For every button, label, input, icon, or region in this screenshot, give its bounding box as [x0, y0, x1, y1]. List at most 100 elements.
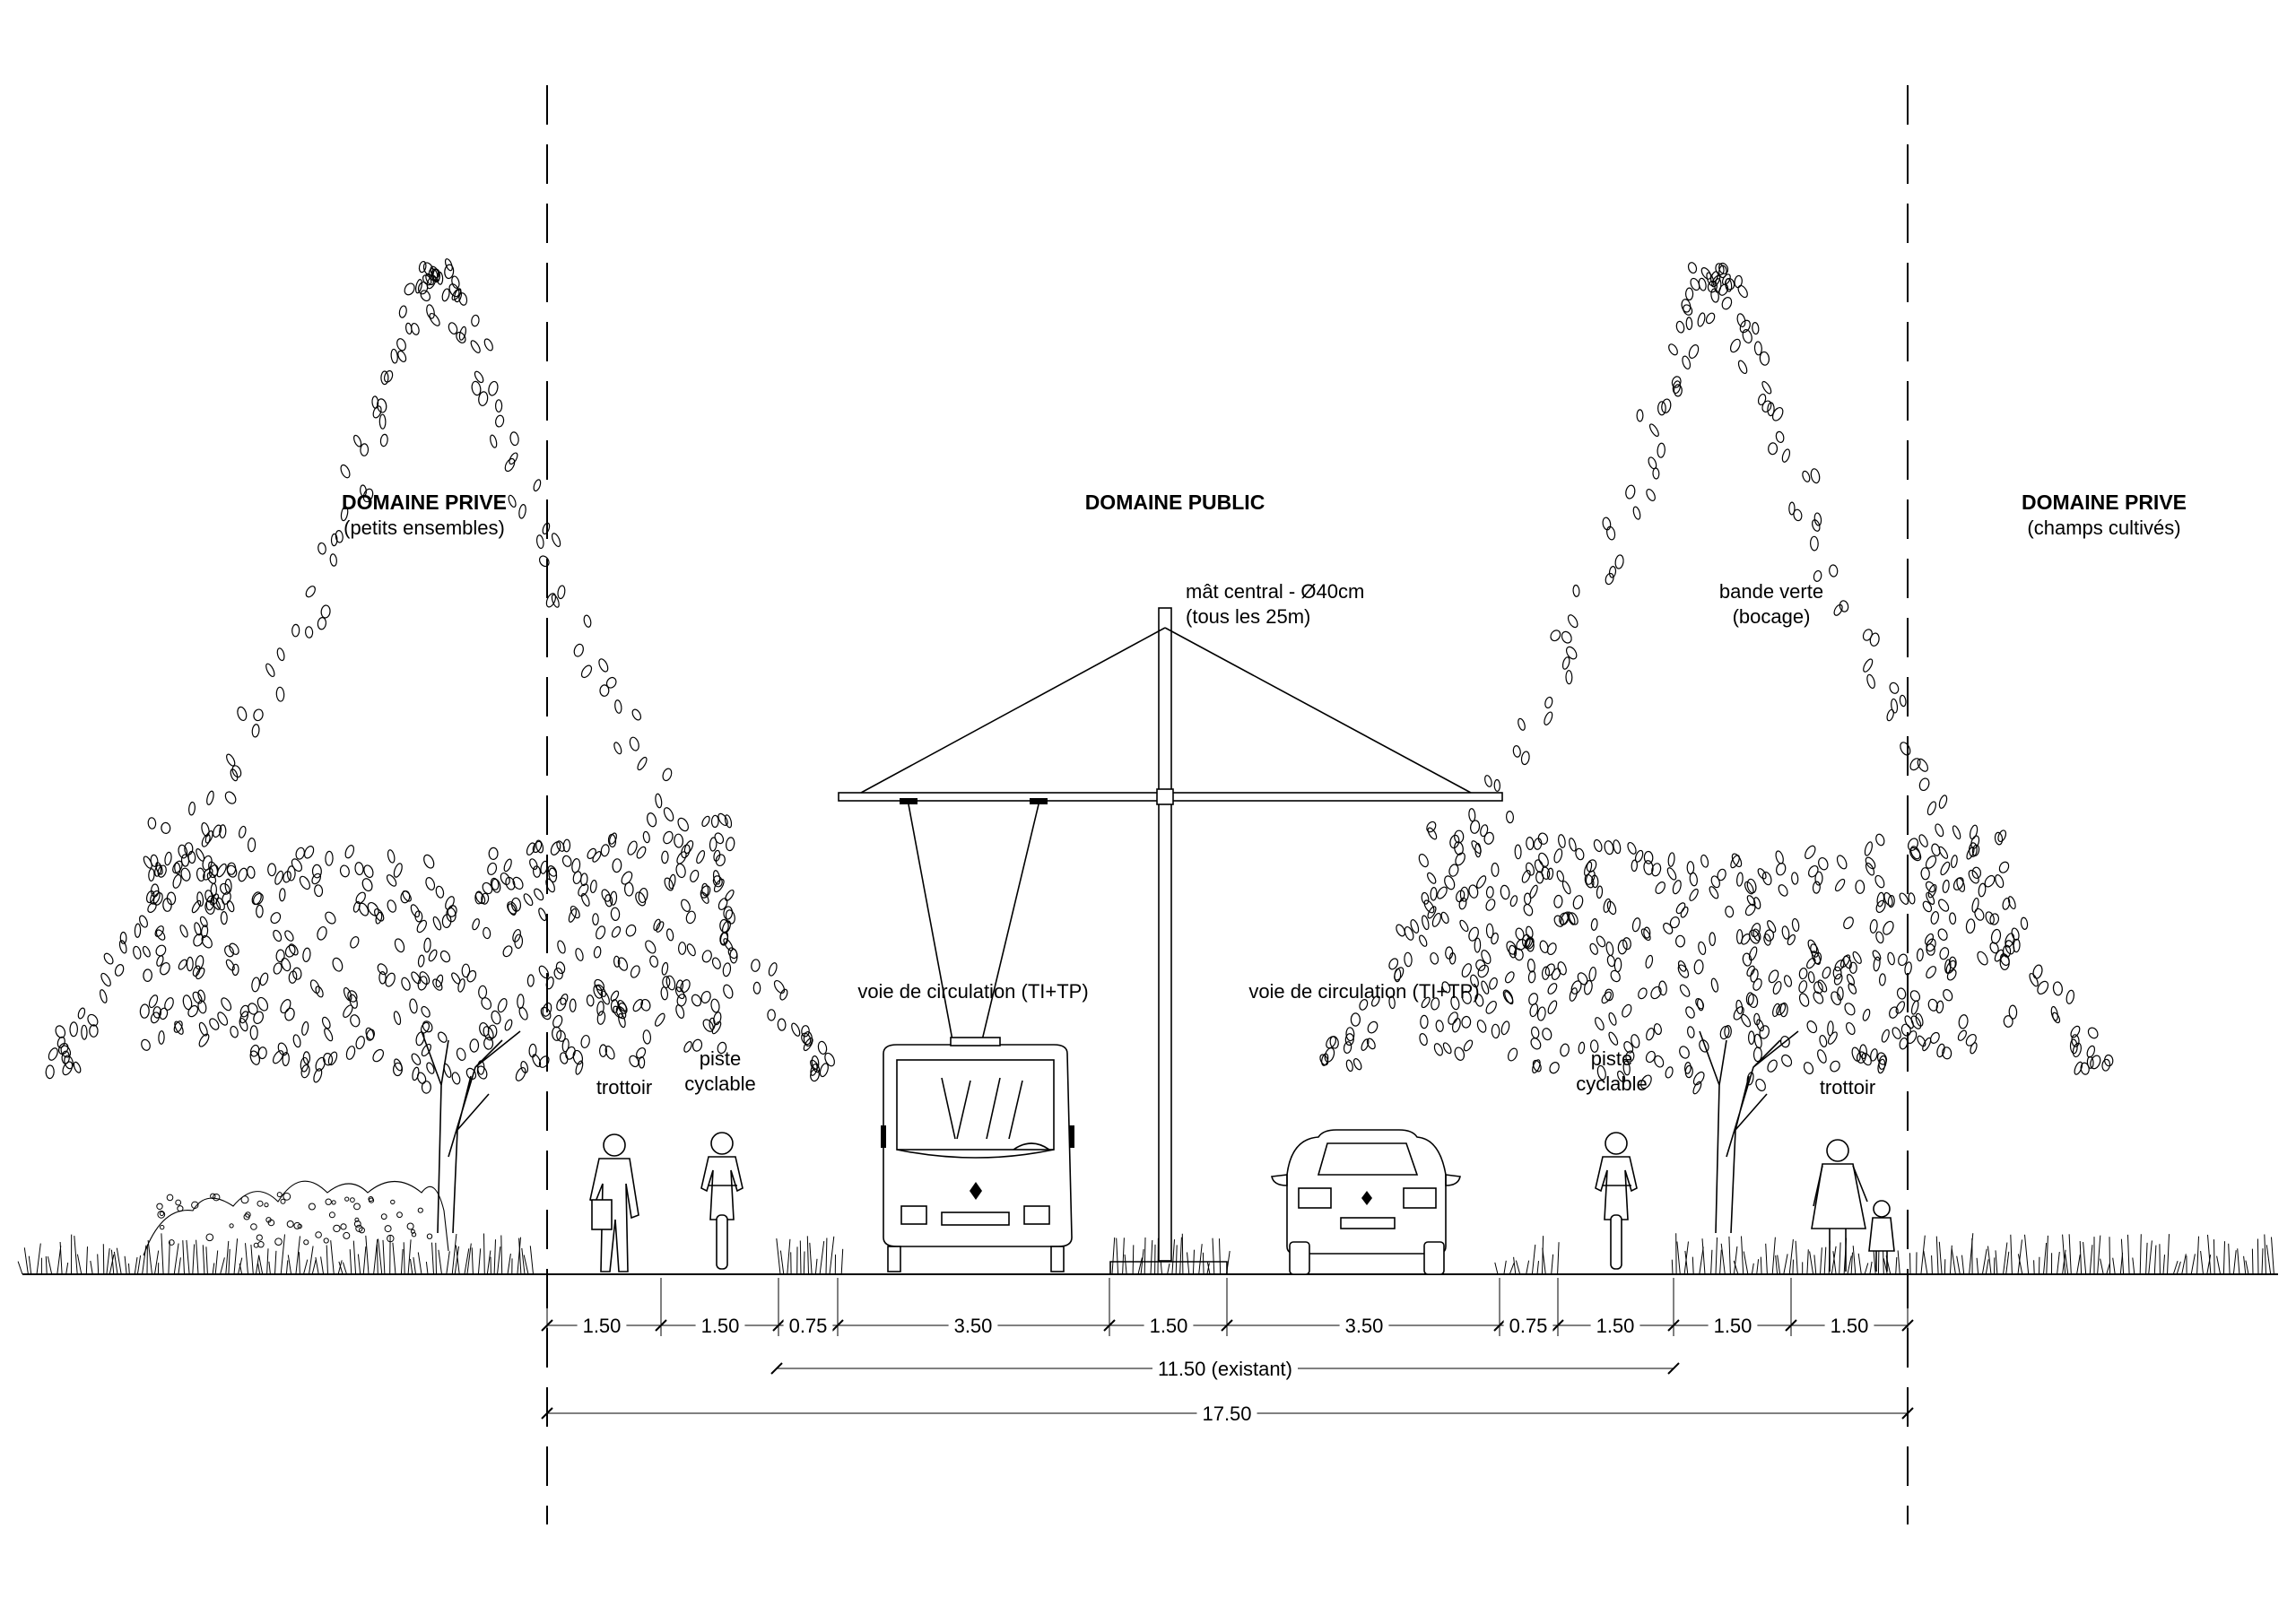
leaf-mark — [150, 890, 161, 905]
leaf-mark — [201, 834, 211, 847]
leaf-mark — [444, 264, 455, 280]
leaf-mark — [717, 1041, 727, 1055]
leaf-mark — [1665, 1066, 1674, 1079]
leaf-mark — [134, 923, 142, 938]
leaf-mark — [580, 873, 588, 887]
leaf-mark — [1832, 966, 1842, 980]
hedge-leaf — [308, 1203, 316, 1211]
leaf-mark — [272, 1050, 284, 1064]
leaf-mark — [713, 849, 721, 862]
leaf-mark — [421, 1043, 431, 1057]
leaf-mark — [193, 934, 204, 947]
leaf-mark — [1518, 717, 1526, 731]
car-icon — [1271, 1129, 1461, 1275]
leaf-mark — [1718, 283, 1729, 296]
leaf-mark — [1938, 846, 1949, 859]
leaf-mark — [421, 1005, 430, 1018]
grass-blade — [455, 1245, 460, 1275]
leaf-mark — [1526, 837, 1535, 850]
grass-blade — [1951, 1248, 1956, 1275]
dim-text-bg — [783, 1313, 833, 1339]
leaf-mark — [1500, 884, 1510, 900]
leaf-mark — [1589, 942, 1598, 955]
leaf-mark — [1779, 1002, 1788, 1018]
dim-text-bg — [1144, 1313, 1194, 1339]
leaf-mark — [1744, 881, 1754, 895]
leaf-mark — [1865, 862, 1875, 876]
leaf-mark — [1771, 406, 1784, 421]
grass-blade — [1728, 1236, 1731, 1275]
leaf-mark — [139, 1003, 150, 1019]
leaf-mark — [535, 839, 544, 854]
median-curb — [1109, 1261, 1228, 1274]
leaf-mark — [642, 830, 650, 844]
leaf-mark — [510, 897, 522, 912]
leaf-mark — [1725, 278, 1733, 292]
leaf-mark — [674, 833, 684, 848]
hedge-leaf — [274, 1238, 283, 1246]
leaf-mark — [1952, 825, 1961, 840]
grass-blade — [1765, 1243, 1768, 1275]
leaf-mark — [1521, 934, 1531, 948]
leaf-mark — [1685, 317, 1693, 331]
leaf-mark — [1827, 1020, 1834, 1037]
leaf-mark — [1848, 983, 1857, 994]
leaf-mark — [1831, 991, 1841, 1006]
leaf-mark — [1877, 1058, 1886, 1074]
leaf-mark — [568, 908, 578, 923]
leaf-mark — [551, 533, 561, 548]
leaf-mark — [353, 434, 362, 447]
leaf-mark — [114, 964, 125, 977]
leaf-mark — [461, 963, 471, 978]
leaf-mark — [1324, 1047, 1335, 1063]
leaf-mark — [204, 890, 214, 903]
leaf-mark — [2071, 1034, 2080, 1047]
grass-blade — [1683, 1241, 1689, 1275]
leaf-mark — [426, 304, 435, 319]
leaf-mark — [451, 288, 462, 301]
leaf-mark — [810, 1063, 818, 1076]
leaf-mark — [350, 936, 360, 949]
leaf-mark — [1918, 777, 1930, 792]
leaf-mark — [1430, 951, 1439, 965]
grass-blade — [2190, 1254, 2196, 1275]
dim-existing: 11.50 (existant) — [1158, 1358, 1292, 1380]
leaf-mark — [317, 542, 326, 555]
leaf-mark — [429, 312, 440, 326]
leaf-mark — [629, 1055, 639, 1068]
leaf-mark — [599, 684, 610, 697]
grass-blade — [2232, 1250, 2237, 1275]
leaf-mark — [598, 1044, 608, 1057]
grass-blade — [2083, 1242, 2087, 1275]
leaf-mark — [631, 708, 642, 721]
leaf-mark — [1753, 341, 1762, 356]
leaf-mark — [239, 1004, 249, 1018]
leaf-mark — [1746, 1072, 1754, 1086]
grass-blade — [425, 1261, 429, 1275]
dim-tick — [1667, 1362, 1680, 1375]
leaf-mark — [700, 885, 711, 899]
grass-blade — [1179, 1237, 1182, 1275]
leaf-mark — [1752, 1046, 1762, 1063]
leaf-mark — [345, 1046, 356, 1060]
leaf-mark — [1997, 829, 2007, 843]
leaf-mark — [1745, 992, 1754, 1006]
grass-blade — [2237, 1248, 2240, 1275]
hedge-leaf — [343, 1231, 351, 1239]
dim-seg-5: 1.50 — [1150, 1315, 1188, 1337]
leaf-mark — [64, 1055, 74, 1070]
hedge-leaf — [344, 1196, 350, 1202]
hedge-leaf — [175, 1199, 182, 1206]
leaf-mark — [259, 972, 269, 986]
leaf-mark — [1435, 1020, 1444, 1032]
grass-blade — [2089, 1245, 2093, 1275]
leaf-mark — [1725, 906, 1735, 918]
dim-text-bg — [1824, 1313, 1874, 1339]
leaf-mark — [1764, 929, 1775, 942]
leaf-mark — [1768, 442, 1779, 456]
leaf-mark — [547, 865, 558, 877]
leaf-mark — [1352, 1058, 1362, 1071]
leaf-mark — [681, 844, 691, 859]
grass-blade — [1985, 1259, 1989, 1275]
leaf-mark — [1645, 1050, 1656, 1064]
